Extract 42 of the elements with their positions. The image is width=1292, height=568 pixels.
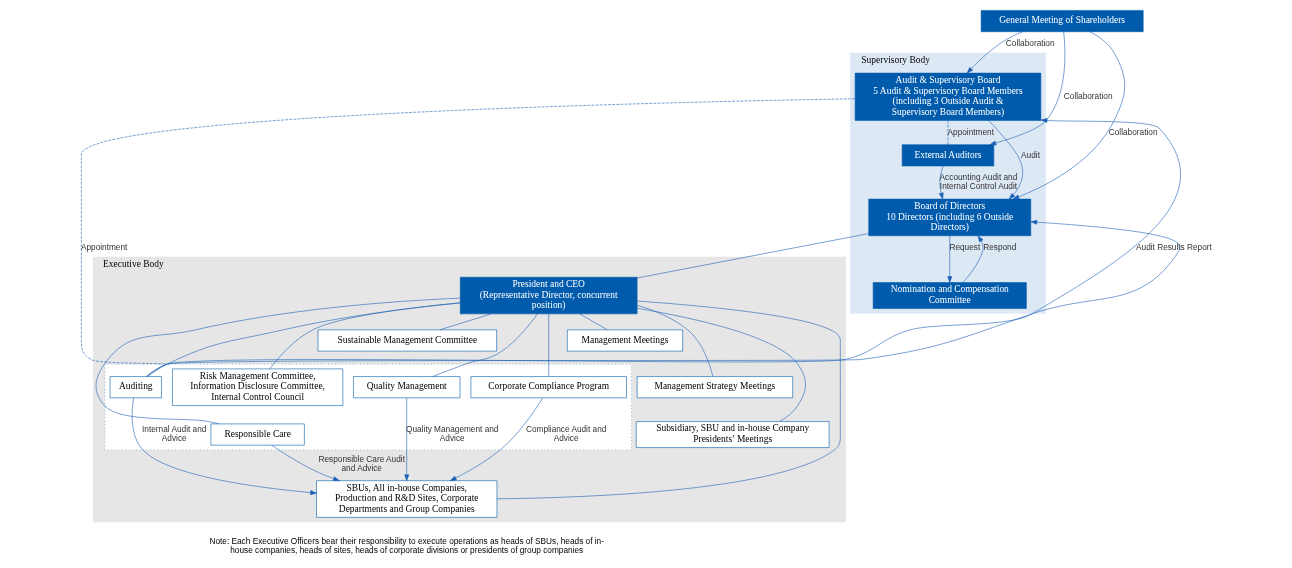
arrow: [271, 445, 340, 481]
arrow: [962, 235, 984, 283]
arrow: [146, 118, 1181, 377]
cluster: [104, 363, 632, 451]
arrow: [938, 165, 944, 200]
node-box: Risk Management Committee, Information Disclosure Committee, Internal Control Council: [172, 368, 344, 406]
node-box: Sustainable Management Committee: [317, 329, 497, 352]
connector: [81, 98, 856, 365]
node-box: Audit & Supervisory Board 5 Audit & Supervisory Board Members (including 3 Outside Audit & Supervisory Board Members): [854, 72, 1042, 121]
connector: [439, 313, 492, 331]
arrow: [449, 397, 544, 481]
connector: [95, 297, 461, 425]
node-box: Management Meetings: [567, 329, 683, 352]
node-box: Corporate Compliance Program: [470, 376, 627, 399]
connector: [636, 304, 714, 377]
node-box: Auditing: [109, 376, 162, 399]
connector: [147, 302, 461, 377]
node-box: Quality Management: [353, 376, 461, 399]
node-box: General Meeting of Shareholders: [980, 10, 1144, 32]
connector: [636, 233, 869, 279]
arrow: [966, 31, 1023, 74]
node-box: President and CEO (Representative Director, concurrent position): [459, 276, 638, 315]
arrow: [987, 120, 1023, 200]
arrow: [1012, 31, 1125, 200]
connector: [496, 300, 841, 500]
connector: [548, 313, 549, 377]
node-box: Board of Directors 10 Directors (including 6 Outside Directors): [868, 198, 1032, 237]
connector: [947, 120, 949, 145]
arrow: [131, 397, 317, 495]
node-box: Responsible Care: [210, 423, 305, 446]
connector: [269, 302, 461, 369]
arrow: [989, 31, 1066, 146]
connector: [579, 313, 608, 331]
arrow: [146, 219, 1181, 377]
node-box: Nomination and Compensation Committee: [872, 282, 1027, 309]
node-box: Subsidiary, SBU and in-house Company Presidents’ Meetings: [635, 421, 830, 448]
node-box: SBUs, All in-house Companies, Production and R&D Sites, Corporate Departments and Group Companies: [316, 480, 498, 518]
node-box: External Auditors: [901, 144, 995, 167]
connector: [432, 313, 538, 377]
arrow: [404, 397, 410, 481]
node-box: Management Strategy Meetings: [636, 376, 793, 399]
arrow: [947, 235, 953, 283]
